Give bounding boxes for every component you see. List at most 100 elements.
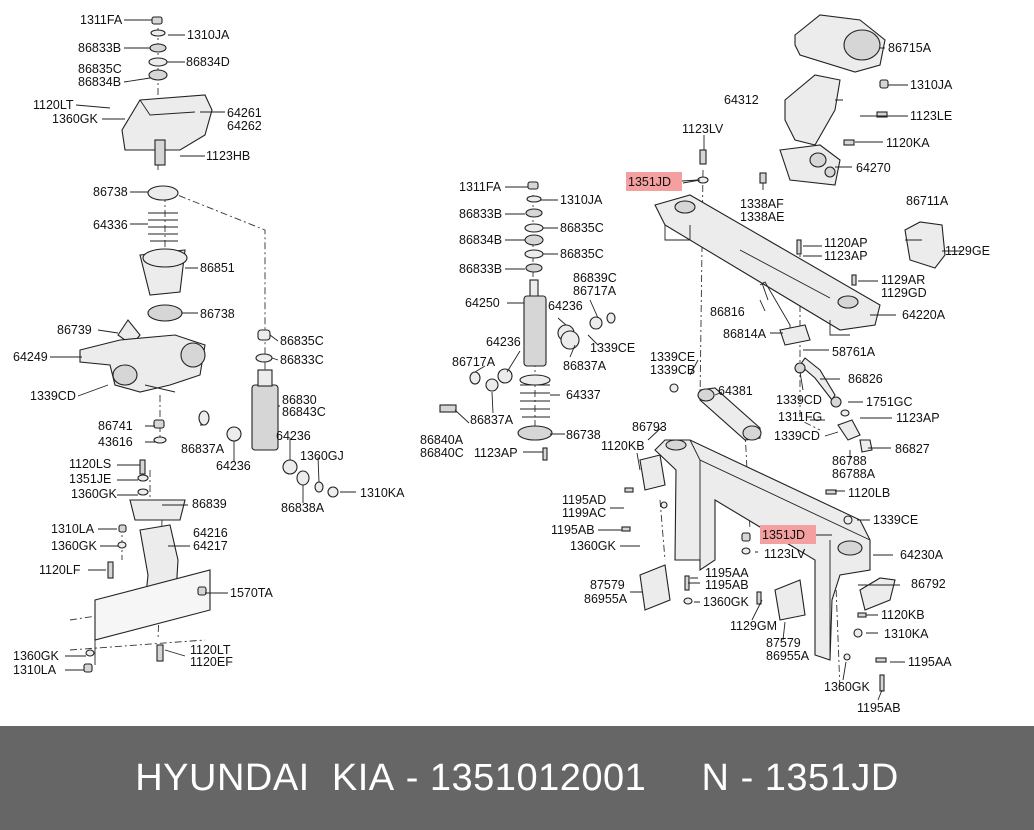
part-label: 86955A bbox=[584, 592, 628, 606]
part-label: 1339CB bbox=[650, 363, 695, 377]
part-label: 64270 bbox=[856, 161, 891, 175]
part-label: 86833B bbox=[459, 262, 502, 276]
part-label: 1360GK bbox=[824, 680, 871, 694]
bracket-87579-b bbox=[774, 579, 806, 621]
part-label: 1338AE bbox=[740, 210, 784, 224]
part-label: 86835C bbox=[78, 62, 122, 76]
stud-bolt bbox=[154, 139, 166, 166]
part-label: 1195AA bbox=[908, 655, 952, 669]
part-label: 1360GJ bbox=[300, 449, 344, 463]
part-label: 1339CE bbox=[873, 513, 918, 527]
part-label: 1311FA bbox=[459, 180, 502, 194]
part-label: 1123AP bbox=[824, 249, 868, 263]
part-label: 86827 bbox=[895, 442, 930, 456]
part-label: 64261 bbox=[227, 106, 262, 120]
bracket-86839 bbox=[129, 499, 186, 521]
part-label: 43616 bbox=[98, 435, 133, 449]
highlight-box-top bbox=[626, 172, 682, 191]
part-label: 64230A bbox=[900, 548, 944, 562]
part-label: 86793 bbox=[632, 420, 667, 434]
separator: - bbox=[740, 756, 754, 799]
part-label: 1339CD bbox=[776, 393, 822, 407]
part-label: 1120KA bbox=[886, 136, 930, 150]
part-label: 1310LA bbox=[51, 522, 95, 536]
part-label: 1129GD bbox=[881, 286, 927, 300]
highlight-box-bottom bbox=[760, 525, 816, 544]
part-label: 1310KA bbox=[360, 486, 405, 500]
bracket-87579 bbox=[639, 564, 671, 611]
part-label: 1120LB bbox=[848, 486, 890, 500]
part-label: 86838A bbox=[281, 501, 325, 515]
part-label: 64312 bbox=[724, 93, 759, 107]
part-label: 64249 bbox=[13, 350, 48, 364]
bracket-86793 bbox=[639, 454, 666, 491]
part-label: 64262 bbox=[227, 119, 262, 133]
part-label: 1570TA bbox=[230, 586, 274, 600]
footer-bar: HYUNDAI KIA - 1351012001 N - 1351JD bbox=[0, 726, 1034, 830]
shock-absorber-86830 bbox=[251, 384, 279, 451]
valve-64270 bbox=[779, 144, 841, 186]
bushing-icon bbox=[148, 69, 168, 81]
part-label: 86851 bbox=[200, 261, 235, 275]
part-label: 1339CD bbox=[30, 389, 76, 403]
exploded-parts-diagram: 1311FA1310JA86833B86834D86835C86834B1120… bbox=[13, 13, 990, 715]
part-label: 1360GK bbox=[51, 539, 98, 553]
part-label: 86840A bbox=[420, 433, 464, 447]
part-label: 1360GK bbox=[71, 487, 118, 501]
part-label: 86837A bbox=[181, 442, 225, 456]
part-label: 1339CE bbox=[650, 350, 695, 364]
part-label: 64250 bbox=[465, 296, 500, 310]
part-label: 64236 bbox=[216, 459, 251, 473]
part-code: 1351JD bbox=[764, 756, 899, 799]
spring-seat bbox=[147, 185, 179, 201]
part-label: 1195AA bbox=[705, 566, 749, 580]
part-label: 1129GM bbox=[730, 619, 777, 633]
part-label: 1351JE bbox=[69, 472, 111, 486]
part-label: 86843C bbox=[282, 405, 326, 419]
part-label: 1338AF bbox=[740, 197, 784, 211]
part-label: 1120KB bbox=[601, 439, 645, 453]
part-label: 1123LE bbox=[910, 109, 952, 123]
part-label: 1339CE bbox=[590, 341, 635, 355]
part-label: 86814A bbox=[723, 327, 767, 341]
part-label: 86715A bbox=[888, 41, 932, 55]
part-label: 86788A bbox=[832, 467, 876, 481]
part-label: 86816 bbox=[710, 305, 745, 319]
part-label: 86830 bbox=[282, 393, 317, 407]
part-label: 64336 bbox=[93, 218, 128, 232]
part-label: 86955A bbox=[766, 649, 810, 663]
right-frame-assembly bbox=[621, 14, 946, 692]
part-label: 87579 bbox=[590, 578, 625, 592]
part-label: 1195AB bbox=[705, 578, 749, 592]
part-label: 86717A bbox=[573, 284, 617, 298]
lower-seat bbox=[147, 304, 183, 322]
middle-strut-assembly bbox=[439, 181, 616, 461]
nut-icon bbox=[151, 16, 163, 25]
nut-icon bbox=[153, 419, 165, 429]
part-label: 1351JD bbox=[762, 528, 805, 542]
part-label: 86837A bbox=[563, 359, 607, 373]
part-label: 1339CD bbox=[774, 429, 820, 443]
part-label: 1120LF bbox=[39, 563, 81, 577]
washer-icon bbox=[150, 29, 166, 37]
part-label: 86840C bbox=[420, 446, 464, 460]
bushing-icon bbox=[198, 410, 210, 426]
part-label: 86839 bbox=[192, 497, 227, 511]
part-label: 1120EF bbox=[190, 655, 233, 669]
part-label: 86826 bbox=[848, 372, 883, 386]
part-label: 1123AP bbox=[474, 446, 518, 460]
part-label: 86739 bbox=[57, 323, 92, 337]
part-label: 86835C bbox=[560, 221, 604, 235]
part-label: 64236 bbox=[486, 335, 521, 349]
part-label: 1120LT bbox=[190, 643, 231, 657]
part-label: 1351JD bbox=[628, 175, 671, 189]
part-label: 86717A bbox=[452, 355, 496, 369]
upper-mount-bracket bbox=[121, 94, 213, 151]
part-label: 1360GK bbox=[52, 112, 99, 126]
part-label: 1195AB bbox=[551, 523, 595, 537]
part-label: 86738 bbox=[200, 307, 235, 321]
part-label: 86833C bbox=[280, 353, 324, 367]
part-label: 1195AB bbox=[857, 701, 901, 715]
part-label: 86835C bbox=[280, 334, 324, 348]
part-label: 1123AP bbox=[896, 411, 940, 425]
